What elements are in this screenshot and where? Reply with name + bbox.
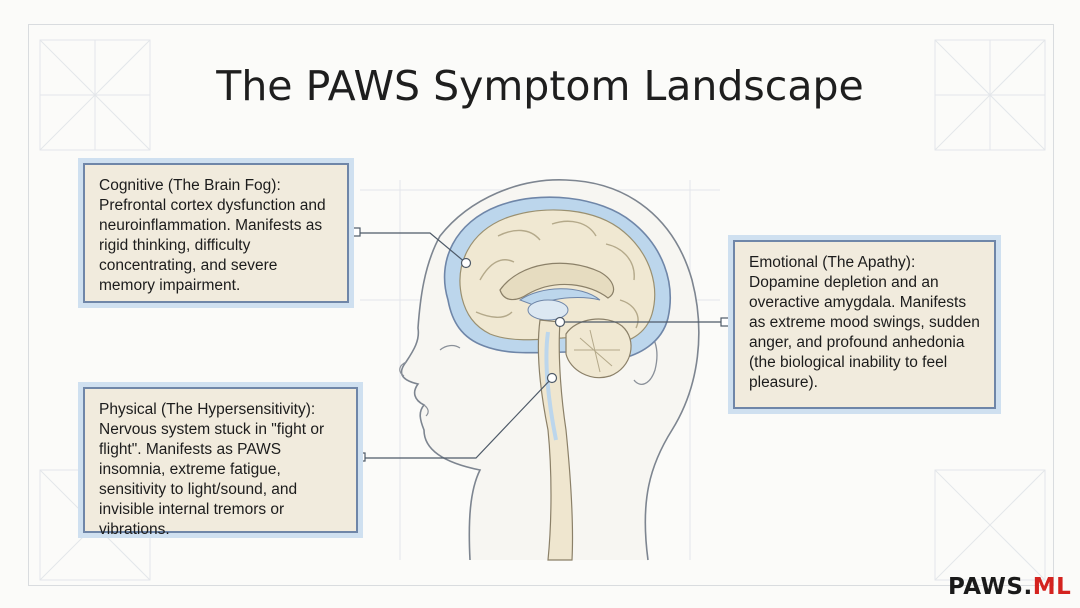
callout-cognitive-body: Prefrontal cortex dysfunction and neuroi… xyxy=(99,197,326,294)
leader-point-amygdala xyxy=(554,316,566,328)
logo-accent: ML xyxy=(1032,574,1072,600)
callout-cognitive: Cognitive (The Brain Fog): Prefrontal co… xyxy=(83,163,349,303)
cerebellum xyxy=(565,318,632,379)
leader-point-brainstem xyxy=(546,372,558,384)
corpus-callosum xyxy=(499,262,615,301)
callout-cognitive-heading: Cognitive (The Brain Fog): xyxy=(99,177,281,194)
callout-emotional: Emotional (The Apathy): Dopamine depleti… xyxy=(733,240,996,409)
callout-physical-heading: Physical (The Hypersensitivity): xyxy=(99,401,316,418)
logo-main: PAWS. xyxy=(948,574,1033,600)
leader-anchor-emotional xyxy=(720,317,730,327)
callout-physical-body: Nervous system stuck in "fight or flight… xyxy=(99,421,325,538)
leader-lines xyxy=(357,232,726,459)
callout-emotional-body: Dopamine depletion and an overactive amy… xyxy=(749,274,980,391)
leader-point-cortex xyxy=(460,257,472,269)
leader-anchor-cognitive xyxy=(351,227,361,237)
brand-logo: PAWS.ML xyxy=(948,574,1071,600)
callout-physical: Physical (The Hypersensitivity): Nervous… xyxy=(83,387,358,538)
slide-frame xyxy=(28,24,1054,586)
callout-emotional-heading: Emotional (The Apathy): xyxy=(749,254,916,271)
leader-anchor-physical xyxy=(356,452,366,462)
page-title: The PAWS Symptom Landscape xyxy=(216,62,864,110)
